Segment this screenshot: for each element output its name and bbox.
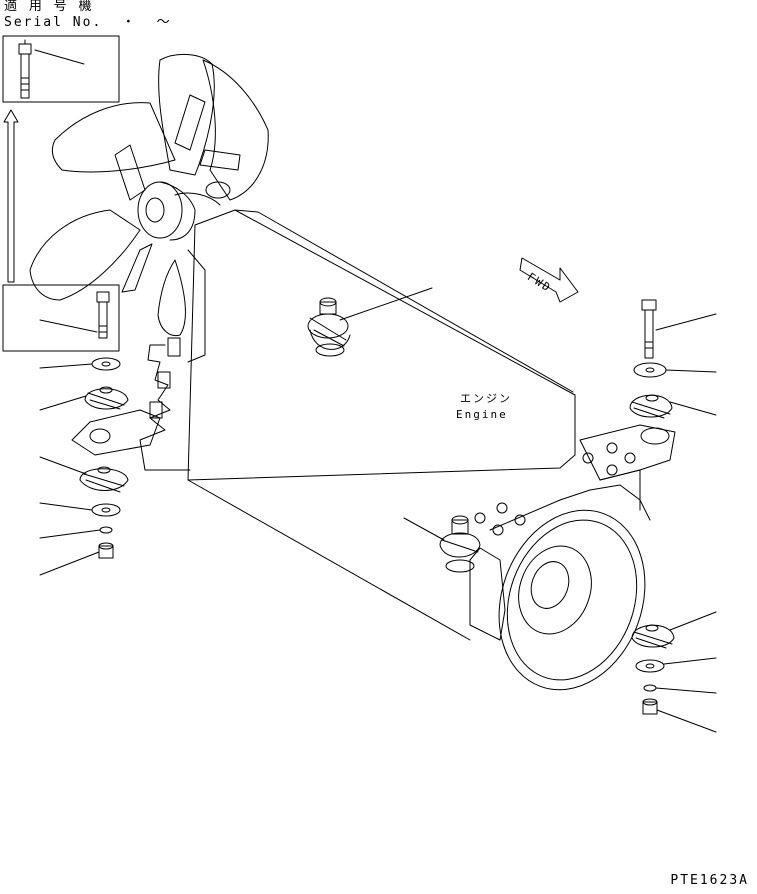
cooling-fan <box>29 54 269 337</box>
engine-label-jp: エンジン <box>460 392 512 405</box>
applicable-serial-heading: 適 用 号 機 <box>4 0 94 14</box>
left-mount-parts <box>71 357 161 559</box>
forward-direction-arrow: FWD <box>519 257 579 303</box>
leader-lines <box>39 287 717 733</box>
rear-mount-cushion <box>439 515 481 573</box>
detail-box-std-bolt <box>2 284 120 352</box>
engine-block <box>139 209 576 641</box>
front-mount-cushion <box>307 297 351 357</box>
detail-arrow <box>3 109 19 283</box>
engine-label-en: Engine <box>456 408 508 421</box>
detail-box-alt-bolt <box>2 35 120 103</box>
right-mount-parts <box>629 299 675 715</box>
flywheel-housing <box>469 424 676 691</box>
serial-number-label: Serial No. ・ ～ <box>4 15 172 30</box>
figure-code: PTE1623A <box>670 873 749 888</box>
